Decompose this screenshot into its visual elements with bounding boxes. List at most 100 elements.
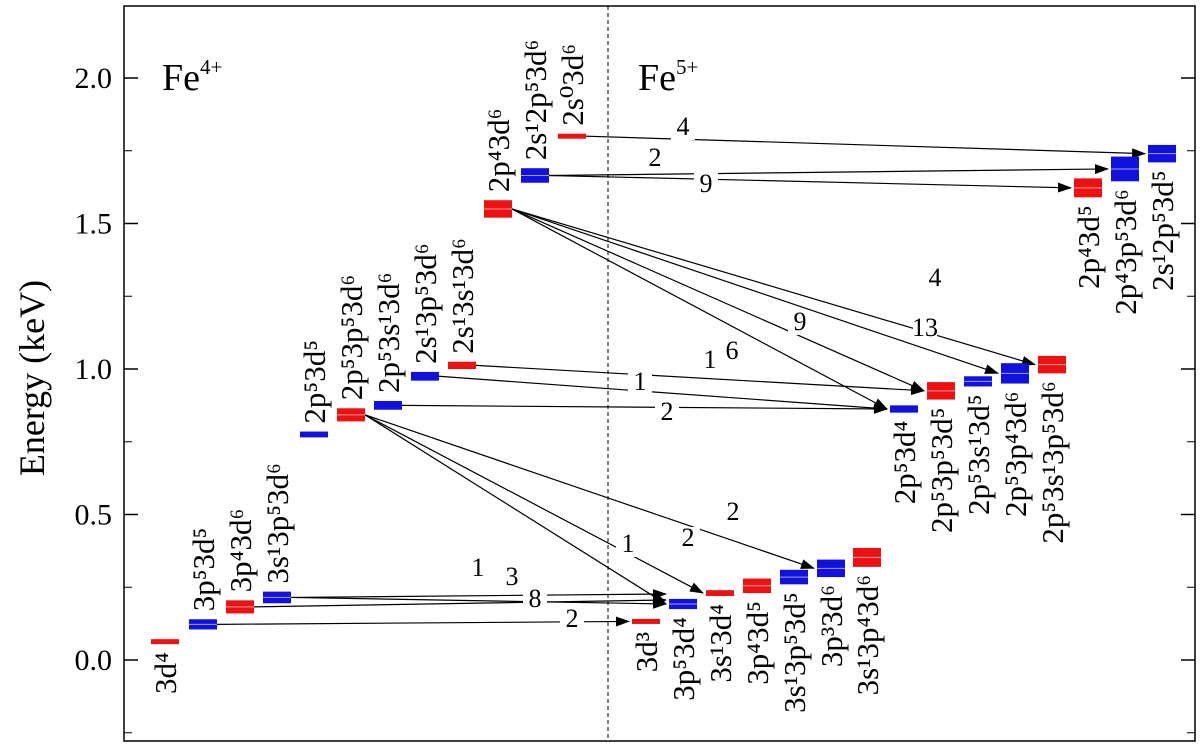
- transition-count-label: 9: [794, 307, 807, 336]
- transition-count-label: 2: [661, 397, 674, 426]
- config-label-3p33d6: 3p³3d⁶: [814, 585, 849, 667]
- transition-label-bg: [500, 566, 524, 590]
- transition-arrow: [364, 414, 704, 594]
- transition-arrow: [511, 208, 925, 392]
- transition-label-bg: [628, 371, 652, 395]
- transition-arrow: [290, 596, 667, 609]
- config-label-3p53d4: 3p⁵3d⁴: [666, 617, 701, 701]
- transition-count-label: 4: [677, 112, 690, 141]
- config-label-3s13p53d5: 3s¹3p⁵3d⁵: [777, 592, 812, 712]
- level-bar-2p53d5: [300, 431, 328, 438]
- config-label-2p53s13d5: 2p⁵3s¹3d⁵: [961, 394, 996, 514]
- config-label-2p53p43d6: 2p⁵3p⁴3d⁶: [998, 392, 1033, 517]
- transition-arrow: [364, 414, 815, 569]
- level-bar-2p53s13d6: [374, 401, 402, 410]
- level-bar-2s13p53d6: [411, 371, 439, 381]
- config-label-3p53d5: 3p⁵3d⁵: [186, 528, 221, 612]
- config-label-2s12p53d6: 2s¹2p⁵3d⁶: [518, 40, 553, 160]
- transition-arrow: [511, 208, 888, 410]
- y-tick-label: 0.0: [75, 644, 113, 677]
- transition-label-bg: [616, 533, 640, 557]
- transition-arrow: [548, 174, 1072, 193]
- config-label-2p53s13p53d6: 2p⁵3s¹3p⁵3d⁶: [1035, 381, 1070, 543]
- level-bar-2s03d6: [558, 133, 586, 139]
- transition-count-label: 1: [704, 345, 717, 374]
- config-label-2s13s13d6: 2s¹3s¹3d⁶: [445, 238, 480, 354]
- config-label-2s13p53d6: 2s¹3p⁵3d⁶: [408, 243, 443, 363]
- transition-count-label: 9: [700, 169, 713, 198]
- config-label-2p53d5: 2p⁵3d⁵: [297, 340, 332, 424]
- transition-arrow: [585, 135, 1146, 159]
- transition-label-bg: [676, 527, 700, 551]
- transition-arrow: [290, 589, 667, 600]
- transition-arrow: [364, 414, 667, 605]
- transition-arrow: [401, 403, 888, 414]
- plot-frame: [123, 5, 1196, 742]
- config-label-3d4: 3d⁴: [148, 652, 183, 694]
- transition-arrow: [511, 208, 999, 374]
- config-label-3p43d5: 3p⁴3d⁵: [740, 601, 775, 685]
- config-label-2s12p53d5: 2s¹2p⁵3d⁵: [1145, 170, 1180, 290]
- transition-count-label: 4: [929, 263, 942, 292]
- config-label-2p53d4: 2p⁵3d⁴: [887, 421, 922, 505]
- transition-count-label: 1: [472, 553, 485, 582]
- transition-label-bg: [671, 116, 695, 140]
- ion-label-fe4: Fe4+: [162, 55, 222, 99]
- y-tick-label: 0.5: [75, 499, 113, 532]
- y-tick-label: 1.5: [75, 208, 113, 241]
- transition-count-label: 2: [682, 523, 695, 552]
- config-label-3s13p43d6: 3s¹3p⁴3d⁶: [850, 575, 885, 695]
- transition-label-bg: [913, 317, 937, 341]
- transition-label-bg: [466, 557, 490, 581]
- config-label-2p53s13d6: 2p⁵3s¹3d⁶: [371, 273, 406, 393]
- y-tick-label: 2.0: [75, 62, 113, 95]
- transition-arrow: [511, 208, 1036, 366]
- level-bar-3d3: [632, 618, 660, 624]
- transition-count-label: 6: [726, 336, 739, 365]
- level-bar-3s13d4: [706, 590, 734, 596]
- transition-label-bg: [643, 147, 667, 171]
- transition-label-bg: [655, 401, 679, 425]
- level-bar-3d4: [151, 639, 179, 645]
- config-label-2p53p53d6: 2p⁵3p⁵3d⁶: [334, 275, 369, 400]
- transition-count-label: 8: [529, 584, 542, 613]
- energy-levels: [151, 133, 1176, 645]
- transition-arrow: [475, 364, 925, 396]
- transition-count-label: 3: [506, 562, 519, 591]
- config-label-3p43d6: 3p⁴3d⁶: [223, 509, 258, 593]
- transition-label-bg: [698, 349, 722, 373]
- config-label-2p53p53d5: 2p⁵3p⁵3d⁵: [924, 408, 959, 533]
- ion-label-fe5: Fe5+: [638, 55, 698, 99]
- transition-count-label: 2: [649, 143, 662, 172]
- transition-label-bg: [720, 340, 744, 364]
- transition-label-bg: [523, 588, 547, 612]
- transition-count-label: 1: [622, 529, 635, 558]
- transition-arrow: [253, 595, 667, 608]
- y-tick-label: 1.0: [75, 353, 113, 386]
- transition-label-bg: [560, 608, 584, 632]
- level-bar-2p53d4: [890, 405, 918, 413]
- level-bar-2s13s13d6: [448, 361, 476, 369]
- transition-label-bg: [923, 267, 947, 291]
- transition-count-label: 2: [566, 604, 579, 633]
- config-label-2s03d6: 2s⁰3d⁶: [555, 44, 590, 126]
- transition-label-bg: [694, 173, 718, 197]
- transition-label-bg: [788, 311, 812, 335]
- transition-arrow: [548, 164, 1109, 177]
- config-label-2p43p53d6: 2p⁴3p⁵3d⁶: [1108, 189, 1143, 314]
- transition-count-label: 2: [727, 497, 740, 526]
- config-label-3s13p53d6: 3s¹3p⁵3d⁶: [260, 463, 295, 583]
- config-label-2p43d6: 2p⁴3d⁶: [481, 109, 516, 193]
- y-axis-label: Energy (keV): [12, 280, 52, 476]
- transition-arrow: [438, 375, 888, 414]
- transition-label-bg: [721, 501, 745, 525]
- config-label-2p43d5: 2p⁴3d⁵: [1071, 205, 1106, 289]
- config-label-3s13d4: 3s¹3d⁴: [703, 604, 738, 683]
- config-label-3d3: 3d³: [629, 632, 664, 672]
- transition-count-label: 13: [912, 313, 938, 342]
- y-axis: 0.0 0.5 1.0 1.5 2.0: [75, 62, 1195, 734]
- transition-count-label: 1: [634, 367, 647, 396]
